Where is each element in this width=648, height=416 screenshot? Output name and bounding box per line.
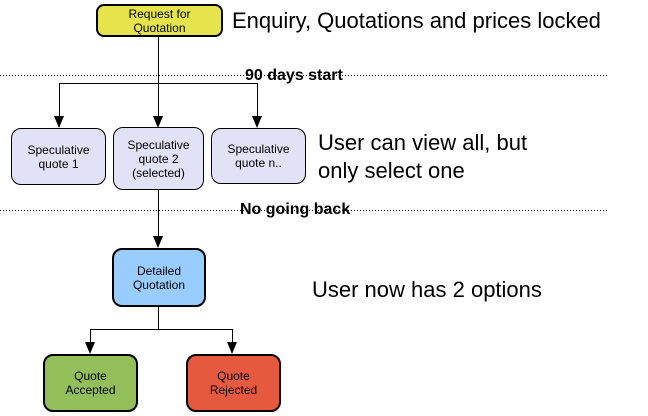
annotation-enquiry-prices-locked: Enquiry, Quotations and prices locked [232,8,601,33]
annotation-user-has-2-options: User now has 2 options [312,277,542,302]
arrowhead-down-icon [252,116,262,128]
annotation-90-days-start: 90 days start [245,67,343,84]
divider-90-days-line [0,75,607,76]
connector-request-down [158,37,159,83]
node-speculative-quote-n: Speculative quote n.. [211,128,306,184]
node-label: Quote Accepted [65,369,116,397]
connector-detailed-down [158,307,159,330]
connector-to-quote1 [59,83,60,116]
arrowhead-down-icon [85,342,95,354]
divider-no-going-back-line [0,210,607,211]
arrowhead-down-icon [153,116,163,128]
connector-quote2-to-detailed [158,190,159,237]
node-speculative-quote-1: Speculative quote 1 [11,128,106,185]
connector-to-quote2 [158,83,159,116]
node-label: Speculative quote n.. [227,142,290,170]
node-label: Quote Rejected [209,369,258,397]
annotation-user-can-view-all: User can view all, but only select one [318,130,528,183]
node-detailed-quotation: Detailed Quotation [112,248,206,307]
connector-to-quote-n [257,83,258,116]
arrowhead-down-icon [227,342,237,354]
node-label: Speculative quote 1 [27,142,90,171]
connector-to-accepted [90,329,91,343]
node-speculative-quote-2-selected: Speculative quote 2 (selected) [113,127,204,190]
node-quote-accepted: Quote Accepted [43,354,138,412]
arrowhead-down-icon [153,236,163,248]
arrowhead-down-icon [54,116,64,128]
node-label: Request for Quotation [128,6,191,35]
connector-to-rejected [232,329,233,343]
connector-split-horizontal [90,329,233,330]
node-label: Speculative quote 2 (selected) [127,137,190,180]
node-quote-rejected: Quote Rejected [186,354,281,412]
annotation-no-going-back: No going back [240,201,351,218]
node-request-for-quotation: Request for Quotation [96,4,223,37]
node-label: Detailed Quotation [132,263,186,292]
